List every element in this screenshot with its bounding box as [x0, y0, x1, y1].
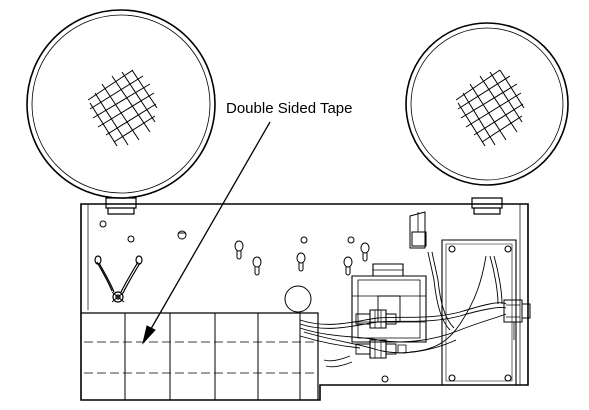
left-lamp-lens-grid	[88, 70, 157, 146]
housing-outline	[81, 204, 528, 400]
callout-label: Double Sided Tape	[226, 100, 353, 117]
left-lamp-inner-ring	[32, 15, 210, 193]
left-lamp-head	[27, 10, 215, 214]
fixture-housing	[81, 204, 528, 400]
transformer	[352, 264, 426, 342]
left-lamp-mount	[106, 198, 136, 208]
callout-arrowhead	[143, 326, 155, 343]
callout-leader-line	[148, 122, 270, 334]
battery-pack	[81, 313, 318, 400]
wiring-harness	[300, 252, 506, 367]
housing-mounting-holes	[100, 221, 388, 382]
right-lamp-outer-ring	[406, 23, 568, 185]
circuit-board	[442, 240, 530, 385]
right-lamp-lens-grid	[456, 70, 524, 146]
left-wire-terminals	[95, 256, 142, 302]
wire-connectors	[356, 310, 406, 358]
right-lamp-head	[406, 23, 568, 214]
right-lamp-mount	[472, 198, 502, 208]
upper-bracket	[410, 212, 425, 248]
right-lamp-inner-ring	[411, 28, 563, 180]
circuit-board-outline	[442, 240, 516, 385]
double-sided-tape-callout: Double Sided Tape	[143, 100, 353, 343]
